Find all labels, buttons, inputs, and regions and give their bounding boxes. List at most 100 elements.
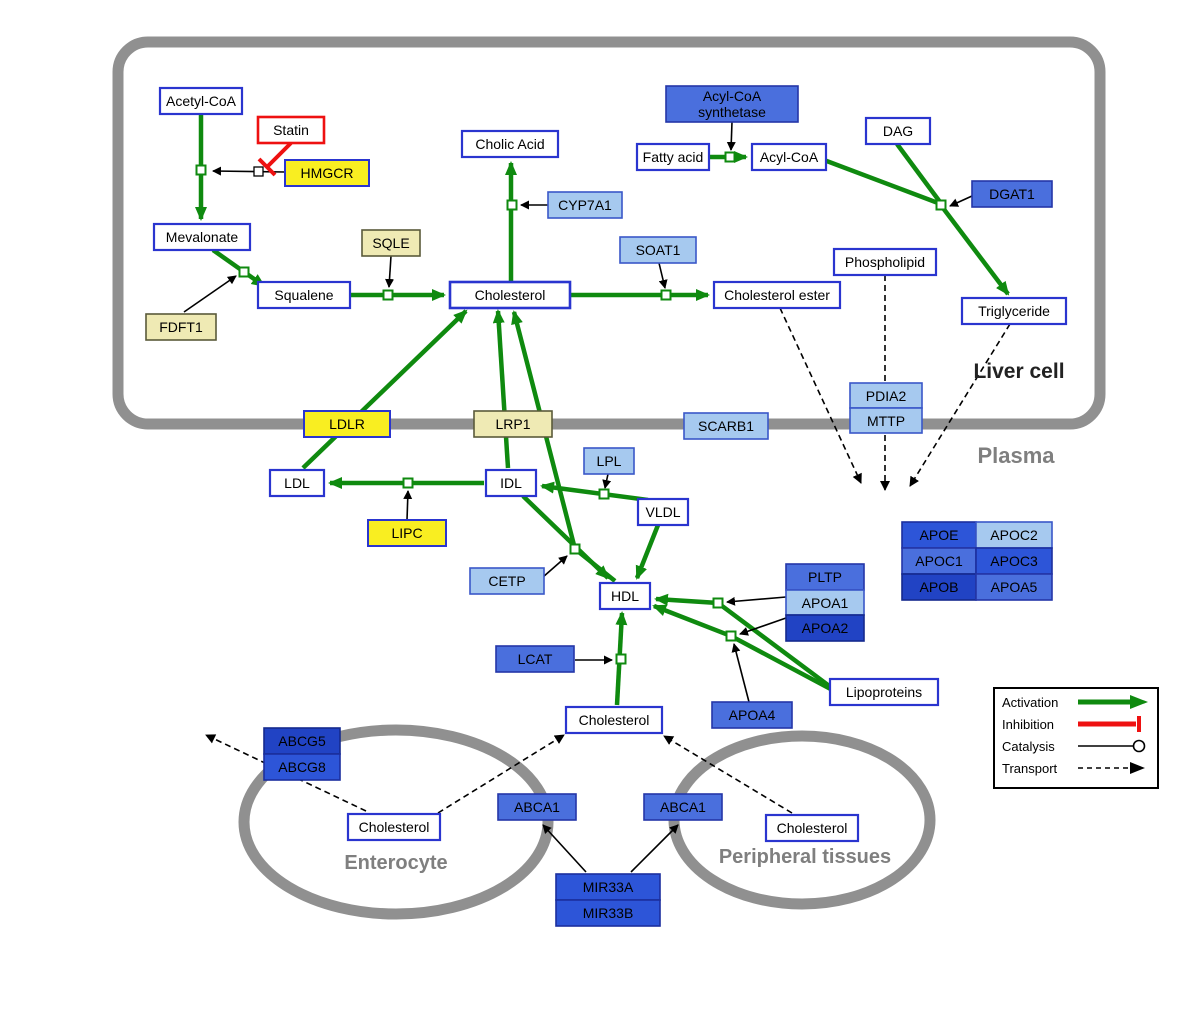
- apoc3-box: [975, 547, 1053, 575]
- legend-transport-arrow-icon: [1130, 762, 1145, 774]
- node-cholesterol-liver[interactable]: Cholesterol: [448, 280, 572, 310]
- node-mir33a[interactable]: MIR33A: [555, 873, 661, 901]
- node-hdl[interactable]: HDL: [598, 581, 652, 611]
- liver-cell-label: Liver cell: [973, 360, 1064, 383]
- cholesterol-liver-label: Cholesterol: [475, 287, 546, 303]
- node-abcg8[interactable]: ABCG8: [263, 753, 341, 781]
- fatty-acid-label: Fatty acid: [643, 149, 704, 165]
- node-mttp[interactable]: MTTP: [849, 407, 923, 434]
- node-apob[interactable]: APOB: [901, 573, 977, 601]
- node-mevalonate[interactable]: Mevalonate: [152, 222, 252, 252]
- dgat1-label: DGAT1: [989, 186, 1035, 202]
- edge-vldl-to-hdl: [634, 524, 661, 580]
- node-sqle[interactable]: SQLE: [361, 229, 421, 257]
- node-cyp7a1[interactable]: CYP7A1: [547, 191, 623, 219]
- reaction-node: [615, 653, 627, 665]
- node-triglyceride[interactable]: Triglyceride: [960, 296, 1068, 326]
- node-mir33b[interactable]: MIR33B: [555, 899, 661, 927]
- lpl-label: LPL: [597, 453, 622, 469]
- apob-label: APOB: [920, 579, 959, 595]
- edge-dag-to-dgat-junction: [895, 142, 942, 204]
- node-abca1-peripheral[interactable]: ABCA1: [643, 793, 723, 821]
- node-ldlr[interactable]: LDLR: [303, 410, 391, 438]
- node-apoa5[interactable]: APOA5: [975, 573, 1053, 601]
- cyp7a1-label: CYP7A1: [558, 197, 612, 213]
- phospholipid-label: Phospholipid: [845, 254, 925, 270]
- abca1-peripheral-label: ABCA1: [660, 799, 706, 815]
- node-apoc1[interactable]: APOC1: [901, 547, 977, 575]
- edge-hdl-to-liver-cholesterol: [511, 310, 617, 583]
- node-dgat1[interactable]: DGAT1: [971, 180, 1053, 208]
- node-squalene[interactable]: Squalene: [256, 280, 352, 310]
- node-cholesterol-plasma[interactable]: Cholesterol: [564, 705, 664, 735]
- edge-idl-to-hdl: [521, 494, 610, 580]
- acyl-coa-synthetase-label-1: Acyl-CoA: [703, 88, 762, 104]
- node-apoe[interactable]: APOE: [901, 521, 977, 549]
- node-lpl[interactable]: LPL: [583, 447, 635, 475]
- acyl-coa-box: [750, 142, 828, 172]
- node-apoc2[interactable]: APOC2: [975, 521, 1053, 549]
- node-apoa4[interactable]: APOA4: [711, 701, 793, 729]
- node-acyl-coa[interactable]: Acyl-CoA: [750, 142, 828, 172]
- node-pdia2[interactable]: PDIA2: [849, 382, 923, 409]
- node-idl[interactable]: IDL: [484, 468, 538, 498]
- liver-cell-membrane: [112, 36, 1106, 430]
- node-apoa1[interactable]: APOA1: [785, 589, 865, 616]
- node-scarb1[interactable]: SCARB1: [683, 412, 769, 440]
- node-pltp[interactable]: PLTP: [785, 563, 865, 591]
- legend-activation-arrow-icon: [1130, 695, 1148, 709]
- transport-enterocyte-cholesterol-to-plasma: [437, 734, 565, 814]
- node-acetyl-coa[interactable]: Acetyl-CoA: [158, 86, 244, 116]
- node-statin[interactable]: Statin: [256, 115, 326, 145]
- node-fatty-acid[interactable]: Fatty acid: [635, 142, 711, 172]
- ldlr-box: [303, 410, 391, 438]
- mttp-label: MTTP: [867, 413, 905, 429]
- legend-catalysis-label: Catalysis: [1002, 739, 1055, 754]
- hmgcr-label: HMGCR: [301, 165, 354, 181]
- edge-dgat-junction-to-triglyceride: [941, 206, 1010, 296]
- node-cholesterol-enterocyte[interactable]: Cholesterol: [346, 812, 442, 842]
- node-lcat[interactable]: LCAT: [495, 645, 575, 673]
- node-cholic-acid[interactable]: Cholic Acid: [460, 129, 560, 159]
- soat1-label: SOAT1: [636, 242, 681, 258]
- catalysis-apoa2-group: [739, 617, 787, 636]
- node-soat1[interactable]: SOAT1: [619, 236, 697, 264]
- transport-peripheral-cholesterol-to-plasma: [663, 735, 793, 814]
- node-lipoproteins[interactable]: Lipoproteins: [828, 677, 940, 707]
- edge-mir33-to-abca1-peripheral: [630, 824, 679, 873]
- node-abca1-enterocyte[interactable]: ABCA1: [497, 793, 577, 821]
- legend-catalysis-circle-icon: [1132, 739, 1146, 753]
- ldlr-label: LDLR: [329, 416, 365, 432]
- transport-triglyceride-to-plasma: [909, 323, 1011, 487]
- mir33a-box: [555, 873, 661, 901]
- node-fdft1[interactable]: FDFT1: [145, 313, 217, 341]
- node-phospholipid[interactable]: Phospholipid: [832, 247, 938, 277]
- reaction-node: [712, 597, 724, 609]
- squalene-label: Squalene: [274, 287, 333, 303]
- lipc-label: LIPC: [391, 525, 422, 541]
- apoc3-label: APOC3: [990, 553, 1038, 569]
- triglyceride-box: [960, 296, 1068, 326]
- node-dag[interactable]: DAG: [864, 116, 932, 146]
- node-cetp[interactable]: CETP: [469, 567, 545, 595]
- cholesterol-enterocyte-box: [346, 812, 442, 842]
- lipoproteins-label: Lipoproteins: [846, 684, 922, 700]
- node-lipc[interactable]: LIPC: [367, 519, 447, 547]
- node-cholesterol-ester[interactable]: Cholesterol ester: [712, 280, 842, 310]
- apoc1-label: APOC1: [915, 553, 963, 569]
- node-ldl[interactable]: LDL: [268, 468, 326, 498]
- node-apoc3[interactable]: APOC3: [975, 547, 1053, 575]
- lrp1-label: LRP1: [495, 416, 530, 432]
- node-cholesterol-peripheral[interactable]: Cholesterol: [764, 813, 860, 843]
- node-abcg5[interactable]: ABCG5: [263, 727, 341, 755]
- apoa2-box: [785, 614, 865, 642]
- idl-label: IDL: [500, 475, 522, 491]
- phospholipid-box: [832, 247, 938, 277]
- node-apoa2[interactable]: APOA2: [785, 614, 865, 642]
- node-vldl[interactable]: VLDL: [636, 497, 690, 527]
- node-lrp1[interactable]: LRP1: [473, 410, 553, 438]
- apob-box: [901, 573, 977, 601]
- node-hmgcr[interactable]: HMGCR: [284, 159, 370, 187]
- apoa5-box: [975, 573, 1053, 601]
